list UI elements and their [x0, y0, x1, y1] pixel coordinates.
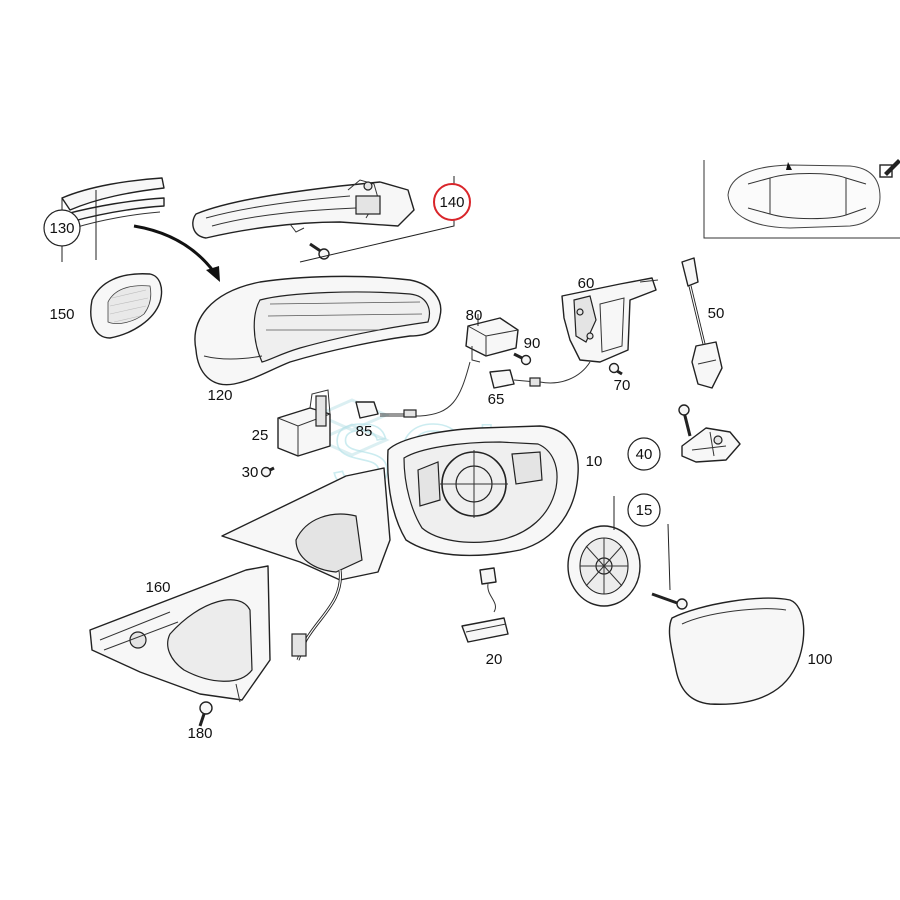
part-180-screw [198, 701, 213, 727]
part-50-cable [681, 257, 723, 389]
part-120-housing-cover [194, 275, 442, 386]
callout-140: 140 [433, 183, 471, 221]
part-140-turn-signal [192, 176, 455, 263]
part-65-connector [489, 361, 591, 389]
callout-120: 120 [207, 387, 232, 404]
assembly-arrow [133, 224, 220, 282]
callout-25: 25 [252, 427, 269, 444]
callout-130: 130 [43, 209, 81, 247]
vehicle-location-inset [703, 159, 900, 239]
callout-40: 40 [627, 437, 661, 471]
callout-85: 85 [356, 423, 373, 440]
part-90-screw [513, 352, 532, 366]
callout-150: 150 [49, 306, 74, 323]
part-30-screw [260, 466, 275, 478]
mirror-base-assembly [221, 467, 391, 661]
part-20-connector [461, 567, 509, 643]
part-160-inner-trim [89, 565, 271, 703]
edit-icon[interactable] [879, 159, 900, 178]
callout-180: 180 [187, 725, 212, 742]
part-40-mount [678, 404, 741, 463]
callout-30: 30 [242, 464, 259, 481]
callout-160: 160 [145, 579, 170, 596]
part-150-mirror-glass [90, 273, 163, 339]
svg-text:130: 130 [49, 220, 74, 237]
callout-80: 80 [466, 307, 483, 324]
callout-70: 70 [614, 377, 631, 394]
svg-text:140: 140 [439, 194, 464, 211]
callout-100: 100 [807, 651, 832, 668]
callout-50: 50 [708, 305, 725, 322]
part-25-motor [277, 389, 331, 457]
callout-65: 65 [488, 391, 505, 408]
callout-60: 60 [578, 275, 595, 292]
svg-text:40: 40 [636, 446, 653, 463]
part-85-connector [355, 401, 417, 419]
part-15-actuator [567, 496, 688, 610]
part-80-module [380, 314, 519, 417]
part-60-bracket [561, 277, 659, 363]
callout-15: 15 [627, 493, 661, 527]
part-130-cover-strip [61, 177, 165, 262]
callout-90: 90 [524, 335, 541, 352]
callout-20: 20 [486, 651, 503, 668]
callout-labels: 130 140 40 15 150 120 80 90 60 50 65 70 … [43, 183, 833, 742]
screw-icon [309, 242, 330, 260]
part-100-mirror-glass [668, 597, 805, 705]
car-top-view [727, 162, 881, 229]
svg-text:15: 15 [636, 502, 653, 519]
screw-icon [651, 592, 688, 610]
callout-10: 10 [586, 453, 603, 470]
part-10-mirror-housing [386, 425, 579, 557]
part-70-screw [608, 362, 623, 376]
